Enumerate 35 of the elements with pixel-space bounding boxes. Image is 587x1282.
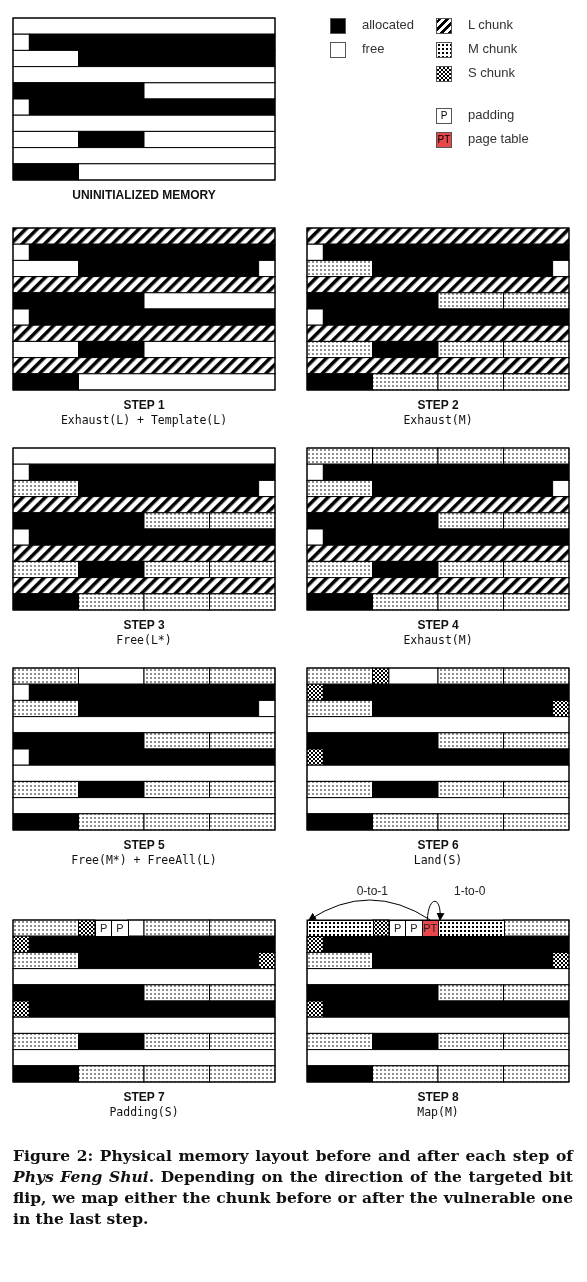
- legend-label: page table: [468, 131, 529, 146]
- legend-label: padding: [468, 107, 515, 122]
- panel-title: STEP 5: [122, 838, 166, 852]
- edge-label: 1-to-0: [452, 884, 488, 898]
- legend-label: L chunk: [468, 17, 514, 32]
- padding-block: P: [405, 920, 423, 938]
- operation-label: Free(L*): [115, 633, 173, 647]
- legend-label: M chunk: [468, 41, 518, 56]
- operation-label: Map(M): [416, 1105, 460, 1119]
- operation-label: Land(S): [412, 853, 464, 867]
- panel-title: STEP 4: [416, 618, 460, 632]
- operation-label: Exhaust(M): [402, 413, 474, 427]
- operation-label: Exhaust(L) + Template(L): [59, 413, 229, 427]
- operation-label: Exhaust(M): [402, 633, 474, 647]
- legend-label: allocated: [362, 17, 415, 32]
- legend-label: free: [362, 41, 385, 56]
- panel-title: STEP 3: [122, 618, 166, 632]
- panel-title: STEP 2: [416, 398, 460, 412]
- operation-label: Free(M*) + FreeAll(L): [70, 853, 218, 867]
- bit-flip-arrow: [308, 899, 431, 921]
- figure-caption: Figure 2: Physical memory layout before and after each step of Phys Feng Shui. Depending on the direction of the targeted bit flip, we map either the chunk before or after the vulnerable one in the last step.: [13, 1145, 573, 1229]
- m-chunk-block: [438, 920, 505, 938]
- panel-title: UNINITIALIZED MEMORY: [71, 188, 217, 202]
- panel-title: STEP 8: [416, 1090, 460, 1104]
- panel-title: STEP 7: [122, 1090, 166, 1104]
- bit-flip-arrow: [426, 900, 445, 921]
- edge-label: 0-to-1: [354, 884, 390, 898]
- legend-label: S chunk: [468, 65, 515, 80]
- m-chunk-block: [307, 920, 374, 938]
- panel-title: STEP 1: [122, 398, 166, 412]
- page-table-swatch: PT: [436, 132, 452, 148]
- padding-block: P: [111, 920, 129, 938]
- panel-title: STEP 6: [416, 838, 460, 852]
- padding-sample: P: [436, 108, 452, 124]
- operation-label: Padding(S): [108, 1105, 180, 1119]
